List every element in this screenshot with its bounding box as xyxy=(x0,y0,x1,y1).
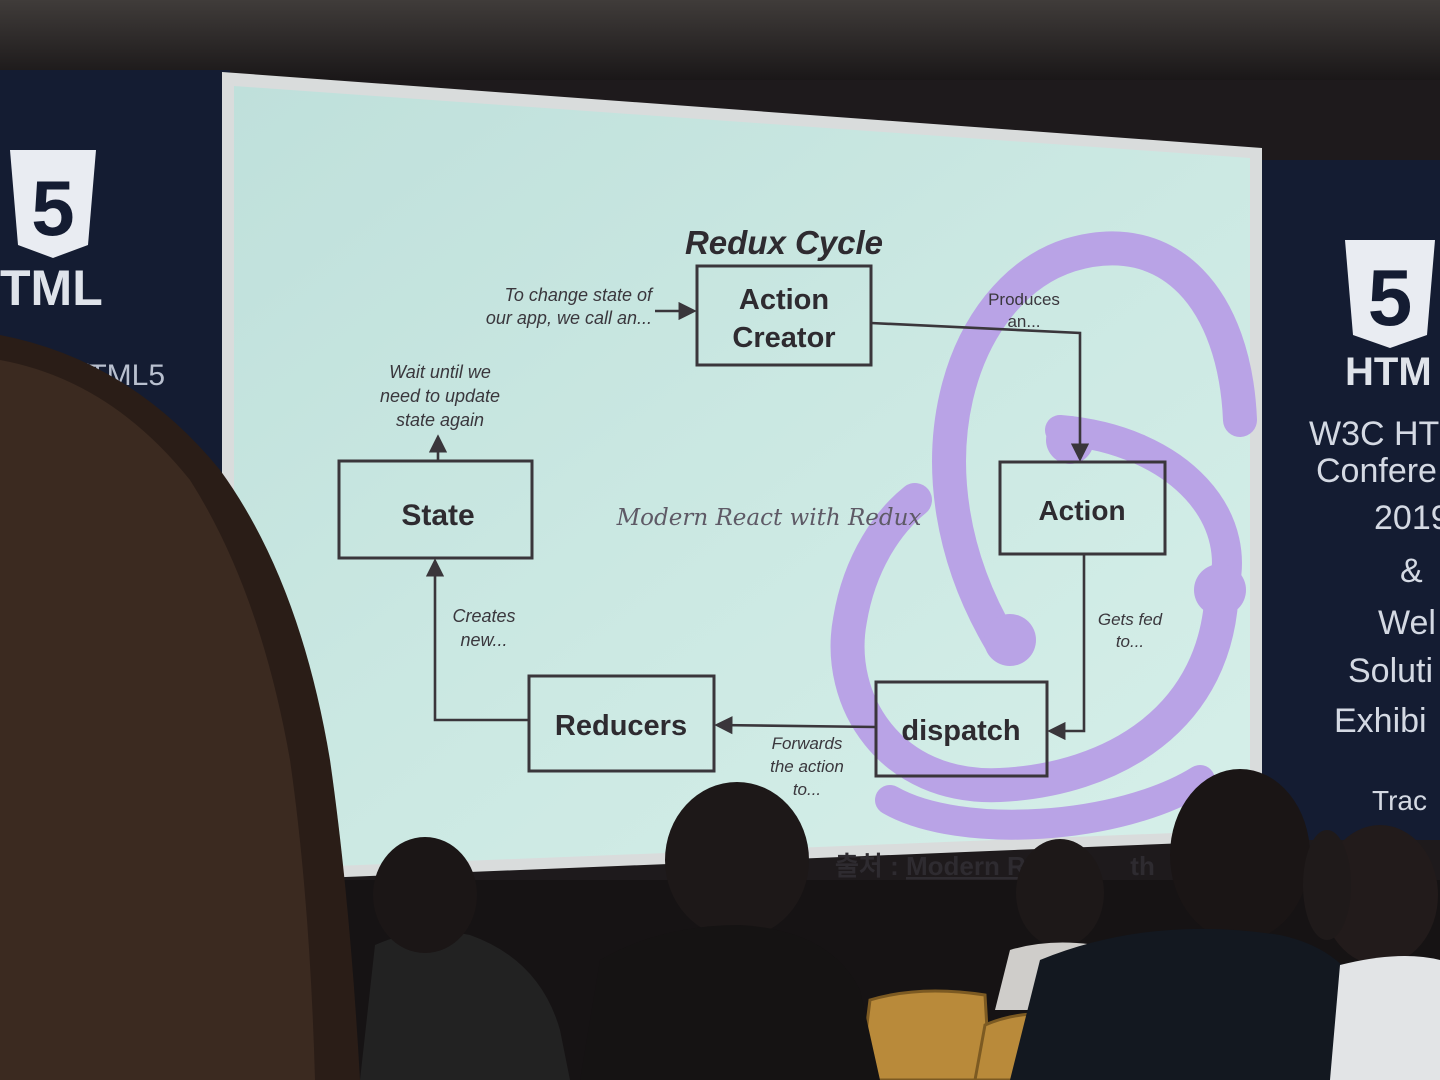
node-dispatch-label: dispatch xyxy=(901,715,1020,747)
right-banner-line: Wel xyxy=(1378,604,1436,642)
projection-screen xyxy=(222,72,1262,882)
note-produces: an... xyxy=(1007,312,1040,331)
arrow-produces xyxy=(870,321,1090,462)
node-reducers xyxy=(527,674,716,773)
note-forwards: to... xyxy=(793,780,821,799)
note-wait: need to update xyxy=(380,386,500,406)
note-creates: Creates xyxy=(452,606,515,626)
right-banner-line: Exhibi xyxy=(1334,702,1427,740)
audience-silhouettes xyxy=(360,769,1440,1080)
node-action xyxy=(998,460,1167,556)
right-banner-line: & xyxy=(1400,552,1423,590)
note-gets-fed: to... xyxy=(1116,632,1144,651)
diagram-title: Redux Cycle xyxy=(685,224,883,261)
note-wait: Wait until we xyxy=(389,362,491,382)
left-logo-number: 5 xyxy=(31,164,74,252)
ceiling xyxy=(0,0,1440,80)
source-tail: th xyxy=(1130,851,1155,881)
source-text: Modern Re xyxy=(906,851,1040,881)
watermark-text: Modern React with Redux xyxy=(616,505,922,531)
note-to-action-creator: To change state of xyxy=(505,285,654,305)
note-gets-fed: Gets fed xyxy=(1098,610,1163,629)
node-action-creator xyxy=(695,264,873,367)
right-logo-word: HTM xyxy=(1345,350,1432,394)
foreground-hair xyxy=(0,360,315,1080)
note-forwards: the action xyxy=(770,757,844,776)
arrow-creates xyxy=(425,558,529,722)
right-banner-line: Trac xyxy=(1372,785,1427,816)
note-creates: new... xyxy=(460,630,507,650)
right-banner-line: 2019 xyxy=(1374,499,1440,537)
left-logo-word: TML xyxy=(0,260,103,316)
note-forwards: Forwards xyxy=(772,734,843,753)
right-banner-line: W3C HT xyxy=(1309,415,1439,453)
node-action-creator-label: Creator xyxy=(732,322,835,354)
redux-logo-icon xyxy=(830,231,1257,840)
note-to-action-creator: our app, we call an... xyxy=(486,308,652,328)
node-reducers-label: Reducers xyxy=(555,710,687,742)
right-banner-line: Confere xyxy=(1316,452,1437,490)
redux-cycle-diagram: Redux Cycle Action Creator Action dispat… xyxy=(337,224,1167,881)
node-action-label: Action xyxy=(1038,495,1125,526)
node-state xyxy=(337,459,534,560)
html5-shield-icon xyxy=(10,150,96,258)
node-action-creator-label: Action xyxy=(739,284,829,316)
arrow-gets-fed xyxy=(1047,554,1086,741)
html5-shield-icon xyxy=(1345,240,1435,348)
node-dispatch xyxy=(874,680,1049,778)
right-banner: 5 HTM W3C HT Confere 2019 & Wel Soluti E… xyxy=(1262,160,1440,840)
node-state-label: State xyxy=(401,499,474,532)
source-line: 출처 : Modern Re th xyxy=(835,851,1155,881)
right-banner-line: Soluti xyxy=(1348,652,1433,690)
right-logo-number: 5 xyxy=(1368,253,1413,342)
note-wait: state again xyxy=(396,410,484,430)
note-produces: Produces xyxy=(988,290,1060,309)
arrow-forwards xyxy=(714,716,877,735)
source-prefix: 출처 : xyxy=(835,851,906,881)
